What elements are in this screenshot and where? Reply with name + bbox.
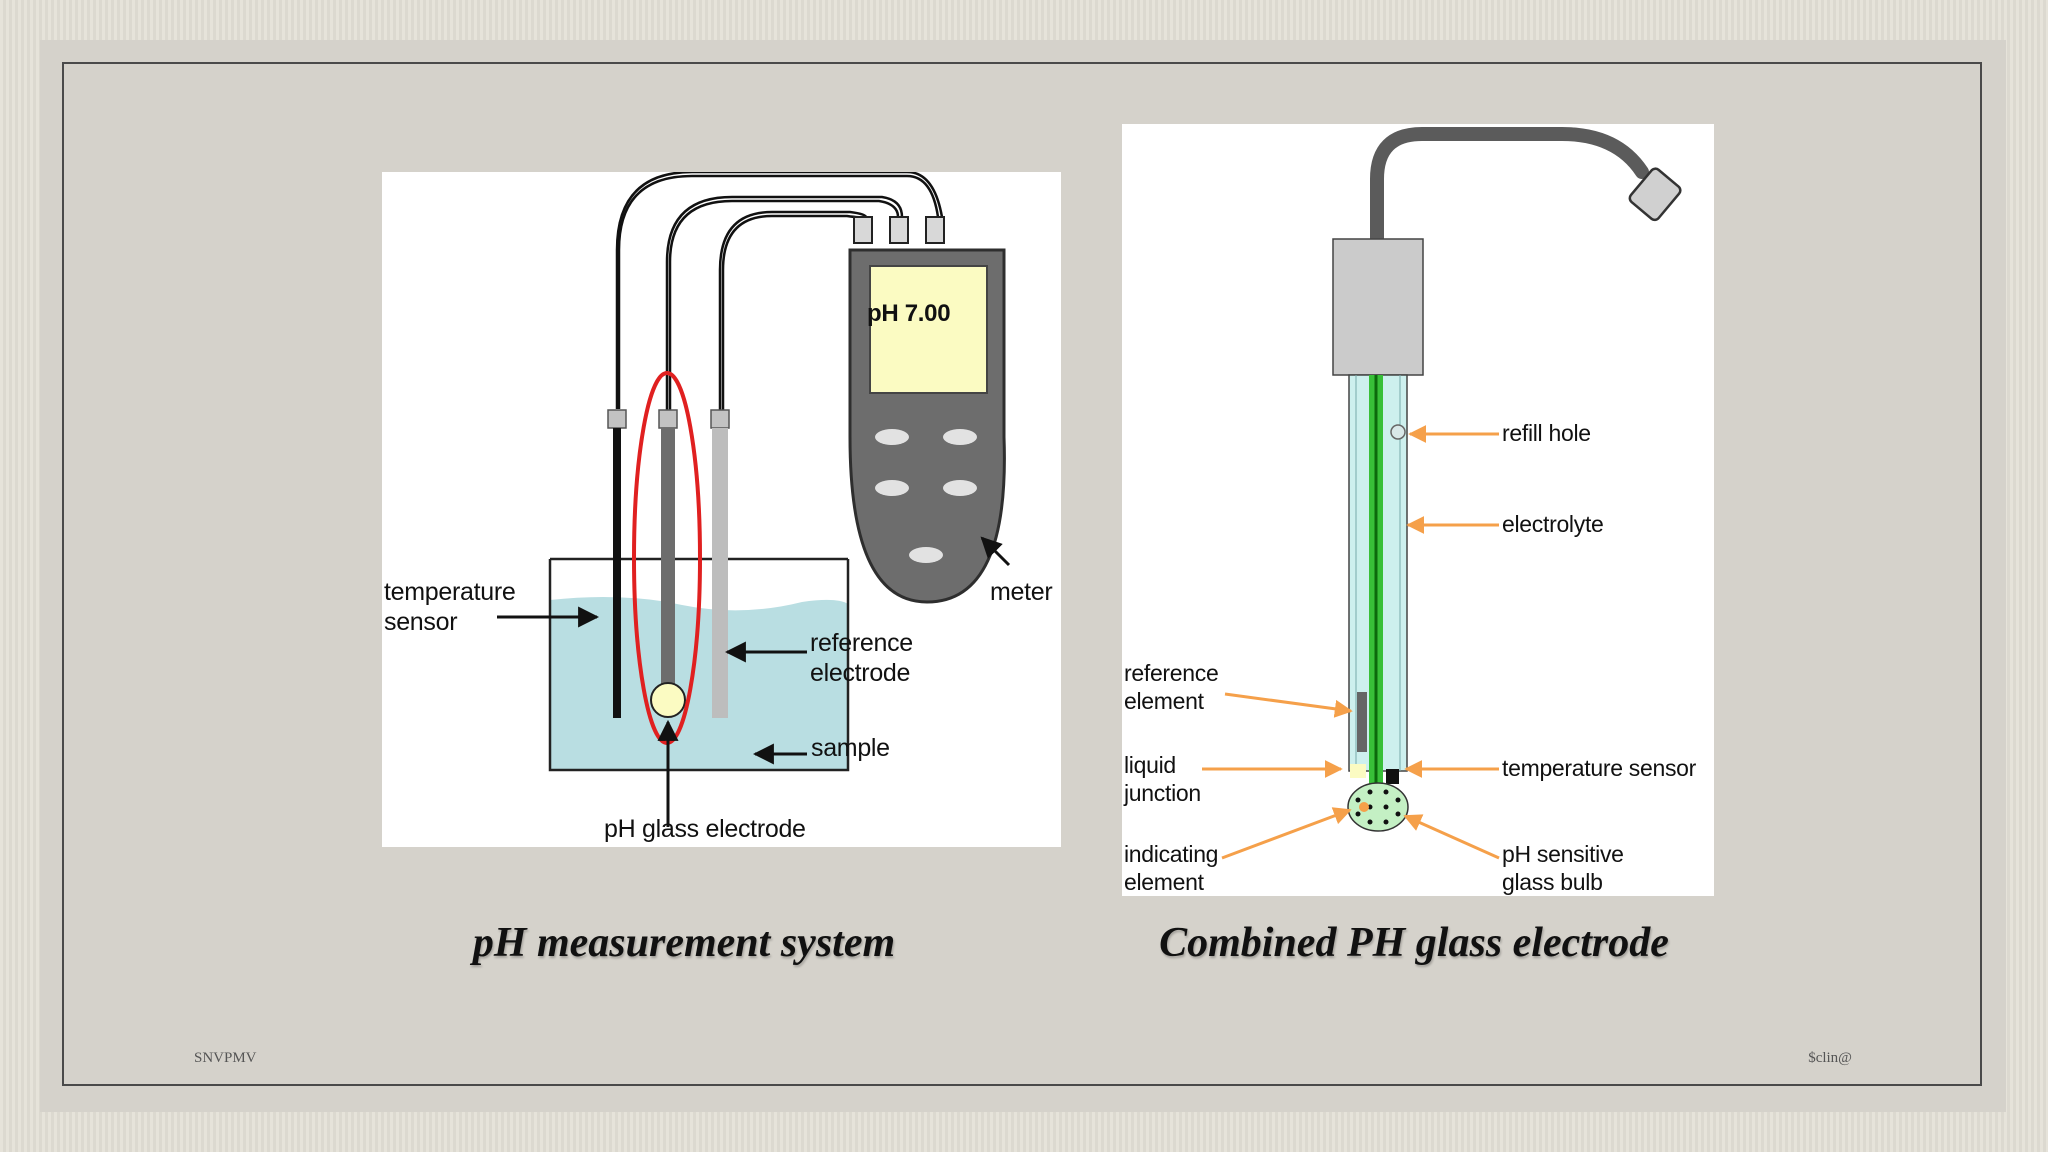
ph-glass-electrode-probe <box>661 428 675 692</box>
slide-frame: pH 7.00 temperature sensor reference ele… <box>62 62 1982 1086</box>
label-temperature-sensor-right: temperature sensor <box>1502 755 1697 781</box>
label-ph-glass-electrode: pH glass electrode <box>604 815 806 843</box>
label-temperature-sensor: temperature sensor <box>384 578 516 636</box>
ph-meter <box>848 216 1006 604</box>
combined-electrode-illustration <box>1202 127 1682 860</box>
caption-ph-measurement-system: pH measurement system <box>472 920 896 966</box>
meter-display-value: pH 7.00 <box>867 300 951 327</box>
meter-display <box>869 265 988 394</box>
caption-combined-ph-glass-electrode: Combined PH glass electrode <box>1159 920 1669 966</box>
label-ph-sensitive-glass-bulb: pH sensitive glass bulb <box>1502 841 1624 895</box>
ph-system-illustration <box>497 172 1011 827</box>
label-indicating-element: indicating element <box>1124 841 1219 895</box>
cable-plug <box>1628 167 1682 222</box>
probe-cables <box>615 172 944 410</box>
footer-right-text: $clin@ <box>1808 1050 1852 1066</box>
reference-element <box>1357 692 1367 752</box>
label-liquid-junction: liquid junction <box>1124 752 1201 806</box>
footer-left-text: SNVPMV <box>194 1050 257 1066</box>
slide: pH 7.00 temperature sensor reference ele… <box>40 40 2006 1112</box>
indicating-element <box>1359 802 1369 812</box>
label-electrolyte: electrolyte <box>1502 511 1604 537</box>
label-refill-hole: refill hole <box>1502 420 1591 446</box>
glass-bulb <box>1347 782 1409 832</box>
glass-bulb <box>650 682 686 718</box>
label-meter: meter <box>990 578 1053 606</box>
liquid-junction <box>1350 764 1366 778</box>
electrode-cable <box>1370 127 1649 246</box>
label-sample: sample <box>811 734 890 762</box>
electrode-cap <box>1332 238 1424 376</box>
temperature-sensor-probe <box>613 428 621 718</box>
refill-hole <box>1390 424 1406 440</box>
temperature-sensor <box>1386 769 1399 784</box>
reference-electrode-probe <box>712 428 728 718</box>
label-reference-electrode: reference electrode <box>810 629 913 687</box>
label-reference-element: reference element <box>1124 660 1219 714</box>
ph-measurement-system-diagram: pH 7.00 temperature sensor reference ele… <box>382 172 1061 847</box>
combined-ph-glass-electrode-diagram: refill hole electrolyte reference elemen… <box>1122 124 1714 896</box>
